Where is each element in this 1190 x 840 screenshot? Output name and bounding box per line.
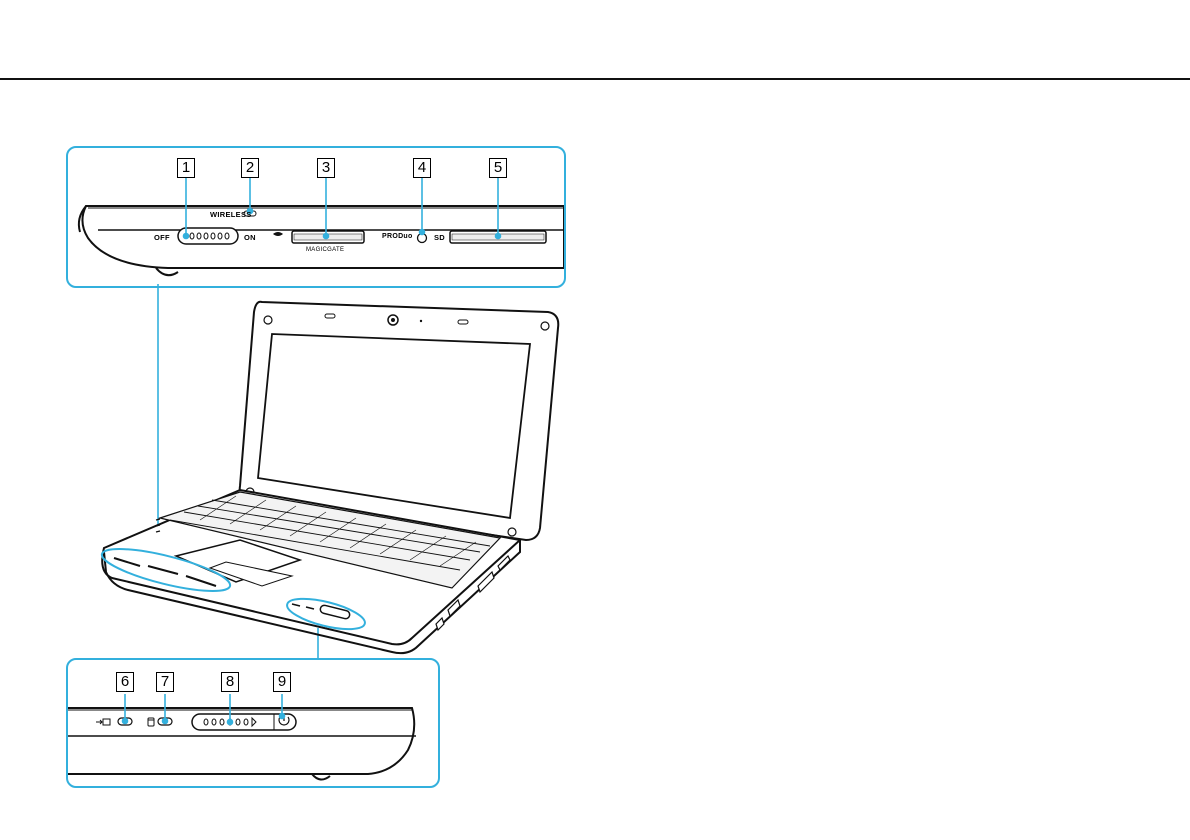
callout-4: 4 (413, 158, 431, 178)
callout-1: 1 (177, 158, 195, 178)
callout-9: 9 (273, 672, 291, 692)
off-label: OFF (154, 233, 170, 242)
produo-label: PRODuo (382, 233, 413, 240)
front-indicators-detail-panel: 6 7 8 9 (66, 658, 440, 788)
callout-8: 8 (221, 672, 239, 692)
callout-2: 2 (241, 158, 259, 178)
front-edge-detail-panel: 1 2 3 4 5 WIRELESS OFF ON MAGICGATE PROD… (66, 146, 566, 288)
wireless-label: WIRELESS (210, 210, 252, 219)
callout-6: 6 (116, 672, 134, 692)
magicgate-label: MAGICGATE (306, 247, 344, 253)
header-rule (0, 78, 1190, 80)
callout-3: 3 (317, 158, 335, 178)
callout-5: 5 (489, 158, 507, 178)
sd-label: SD (434, 233, 445, 242)
on-label: ON (244, 233, 256, 242)
callout-7: 7 (156, 672, 174, 692)
